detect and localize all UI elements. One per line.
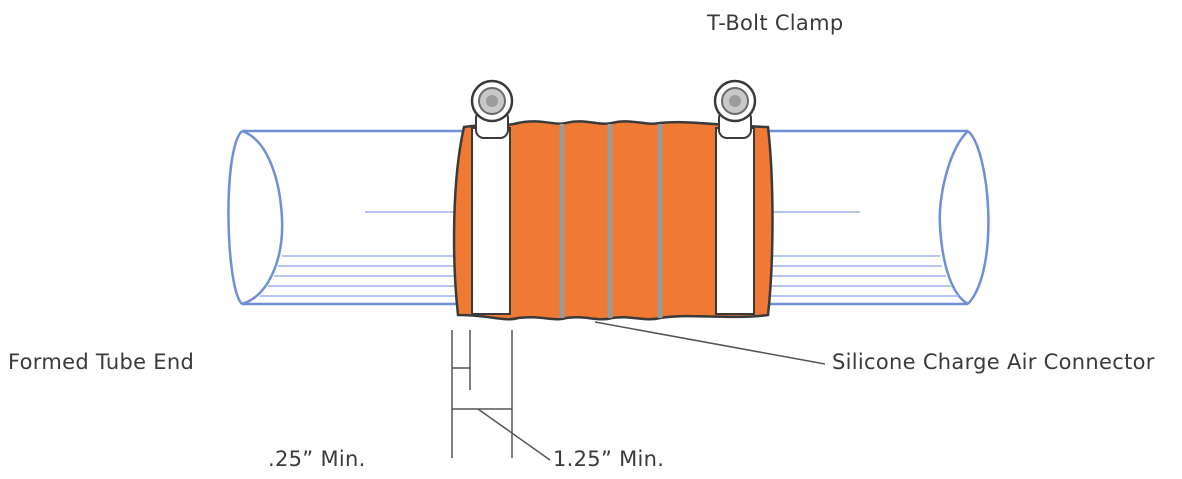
left-clamp-band [471,127,511,315]
right-tube-shading [770,211,958,297]
quarter-min-label: .25” Min. [268,447,366,471]
left-tube [227,129,470,306]
left-clamp [470,79,514,315]
dimension-lines [451,330,551,461]
formed-tube-end-label: Formed Tube End [8,350,195,374]
silicone-connector [452,120,774,321]
connector-body [452,120,774,321]
silicone-leader-line [594,321,826,365]
right-t-bolt-core-icon [729,95,741,107]
t-bolt-clamp-label: T-Bolt Clamp [707,11,844,35]
left-tube-shading [260,211,462,297]
one-quarter-min-label: 1.25” Min. [553,447,665,471]
right-tube [760,129,990,306]
right-clamp [713,79,757,315]
right-clamp-band [715,127,755,315]
silicone-connector-label: Silicone Charge Air Connector [832,350,1155,374]
left-t-bolt-core-icon [486,95,498,107]
